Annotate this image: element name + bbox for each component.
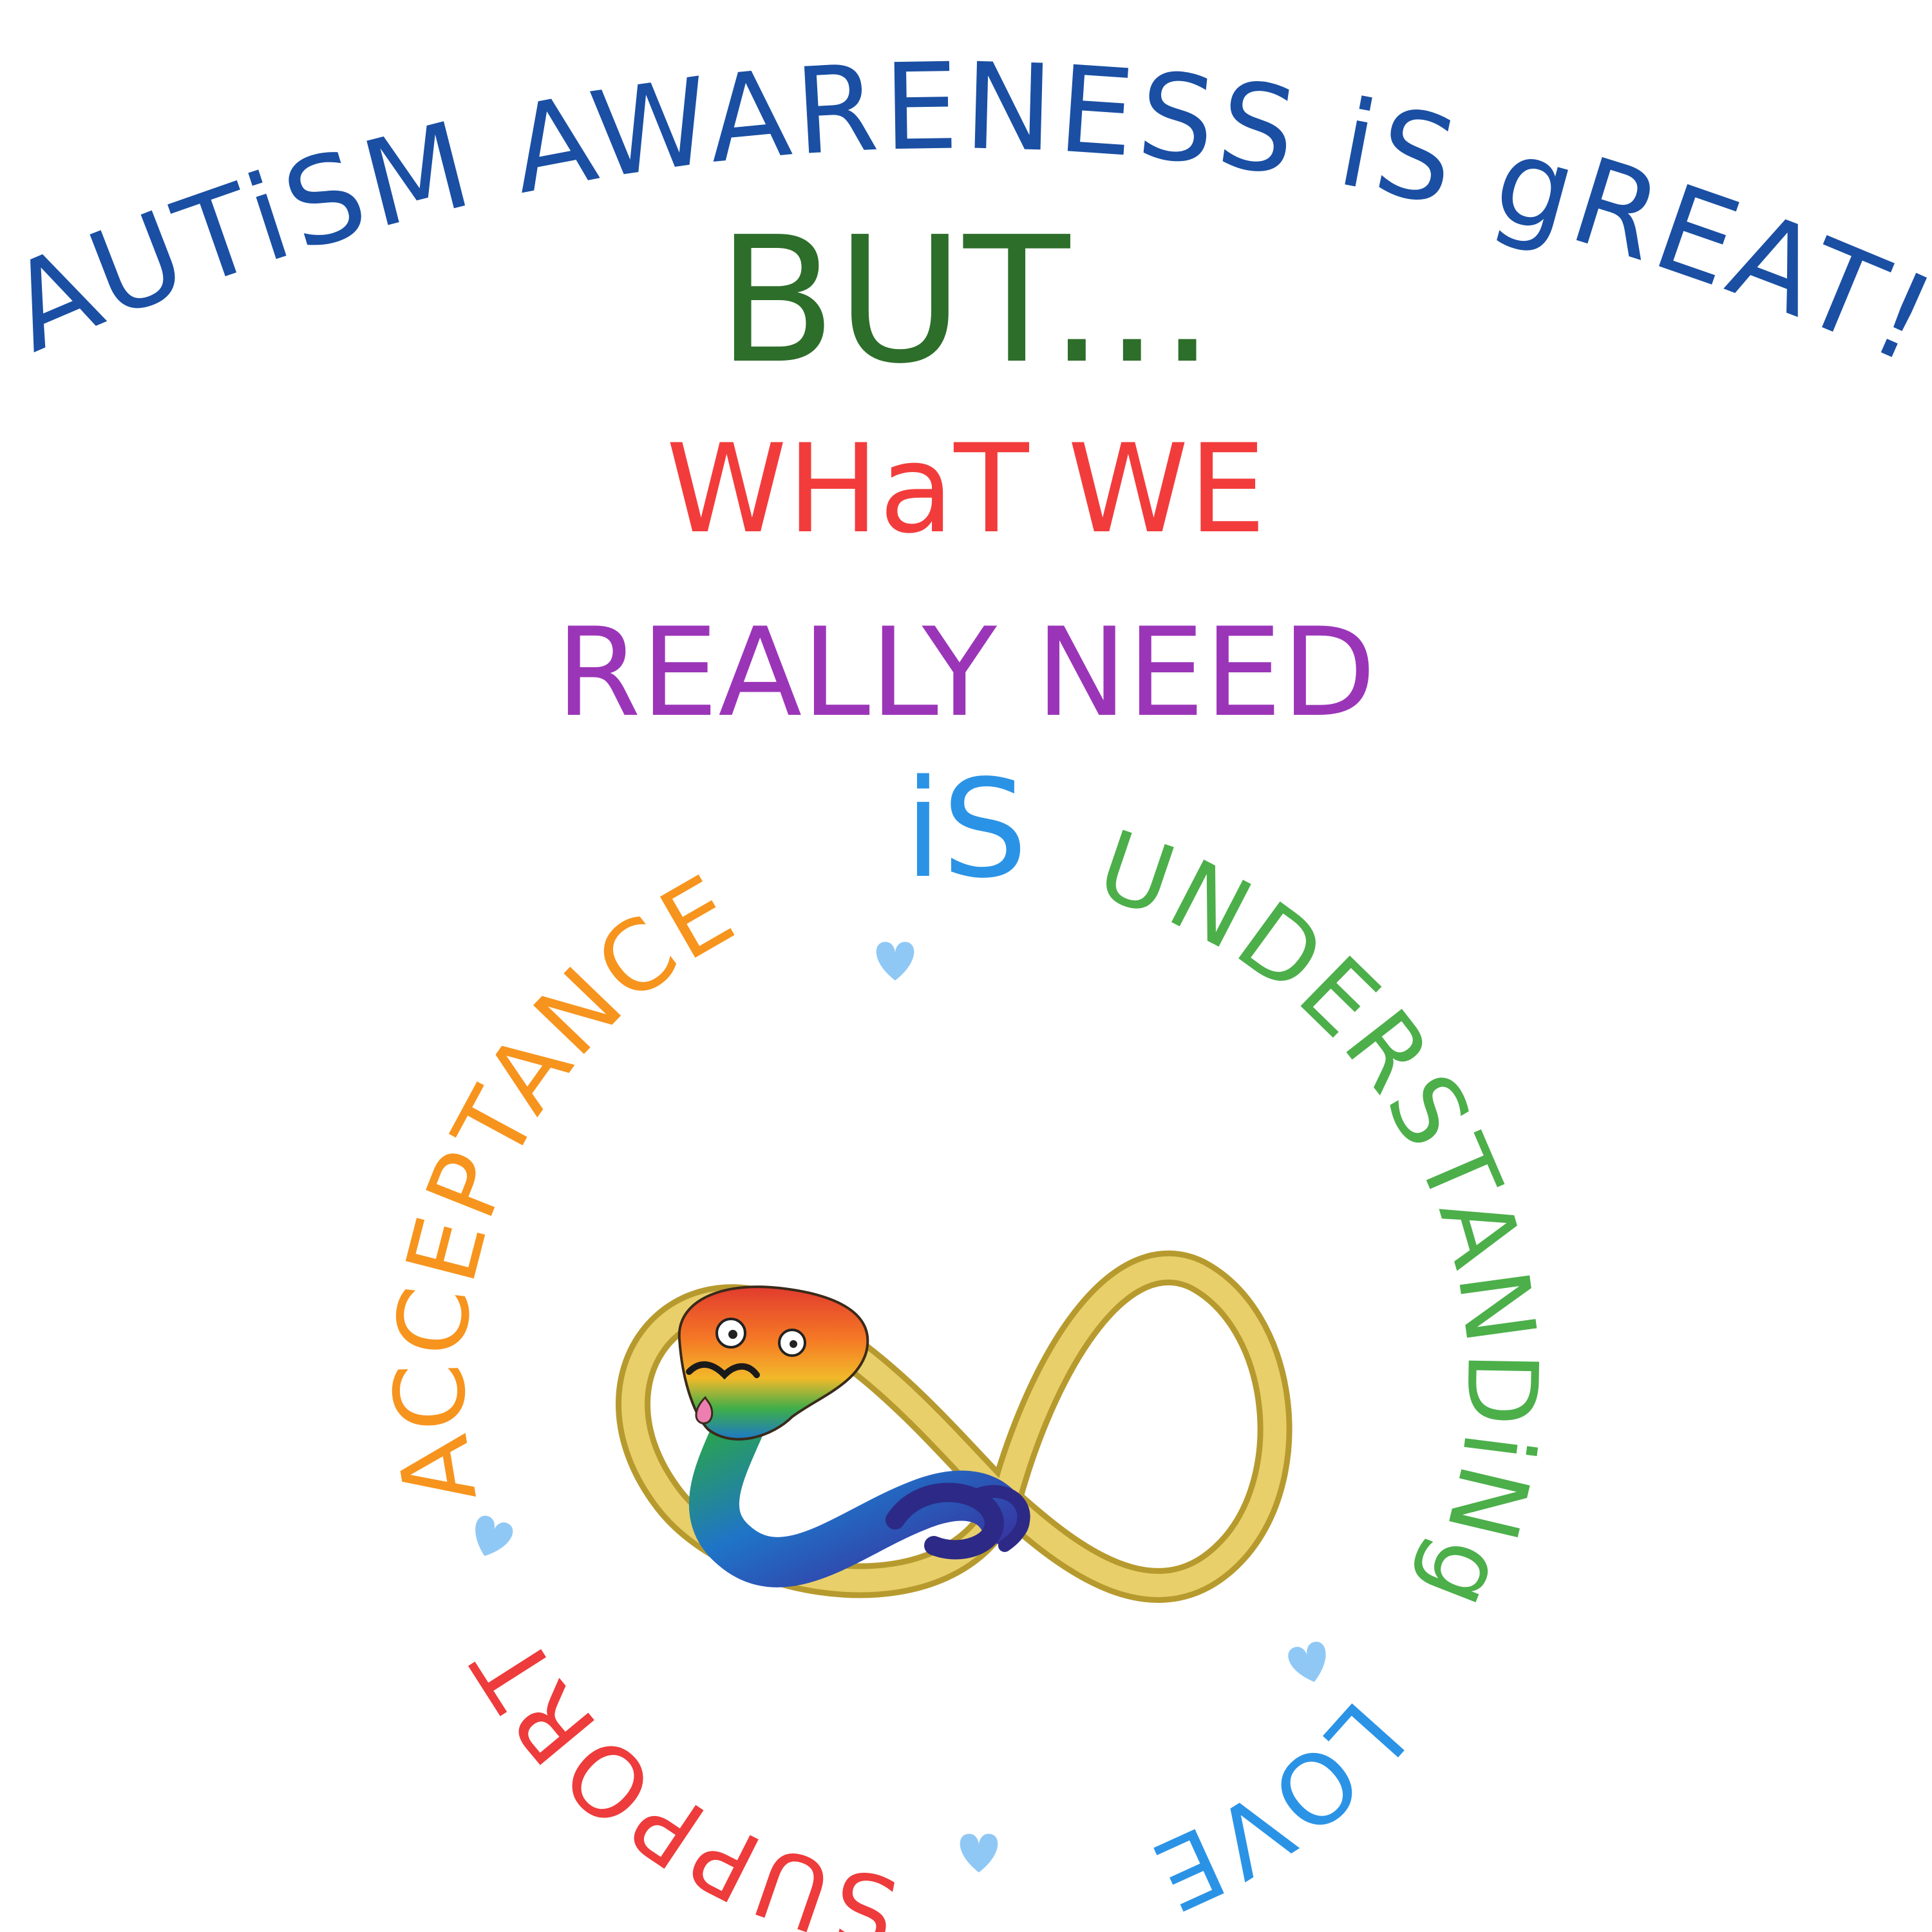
snake-mustache bbox=[686, 1361, 760, 1380]
circle-word-support: SUPPORT bbox=[451, 1613, 906, 1932]
headline-line-3: WHaT WE bbox=[666, 418, 1266, 560]
heart-icon bbox=[1288, 1642, 1326, 1682]
circle-word-understanding: UNDERSTANDiNg bbox=[1084, 810, 1557, 1627]
headline-line-4: REALLY NEED bbox=[556, 601, 1376, 744]
snake-tail bbox=[972, 1485, 1030, 1552]
snake-coil bbox=[886, 1482, 1004, 1560]
headline-line-2: BUT... bbox=[717, 199, 1215, 402]
snake-pupil-left bbox=[728, 1330, 737, 1339]
circle-word-love: LOVE bbox=[1135, 1681, 1425, 1932]
infinity-snake-emblem bbox=[616, 1250, 1293, 1603]
snake bbox=[677, 1285, 1030, 1587]
hearts-group bbox=[475, 942, 1326, 1873]
heart-icon bbox=[960, 1833, 998, 1873]
heart-icon bbox=[876, 942, 914, 981]
headline-line-5: iS bbox=[904, 750, 1028, 908]
snake-pupil-right bbox=[790, 1340, 797, 1348]
snake-tongue bbox=[695, 1396, 714, 1425]
heart-icon bbox=[475, 1515, 513, 1557]
